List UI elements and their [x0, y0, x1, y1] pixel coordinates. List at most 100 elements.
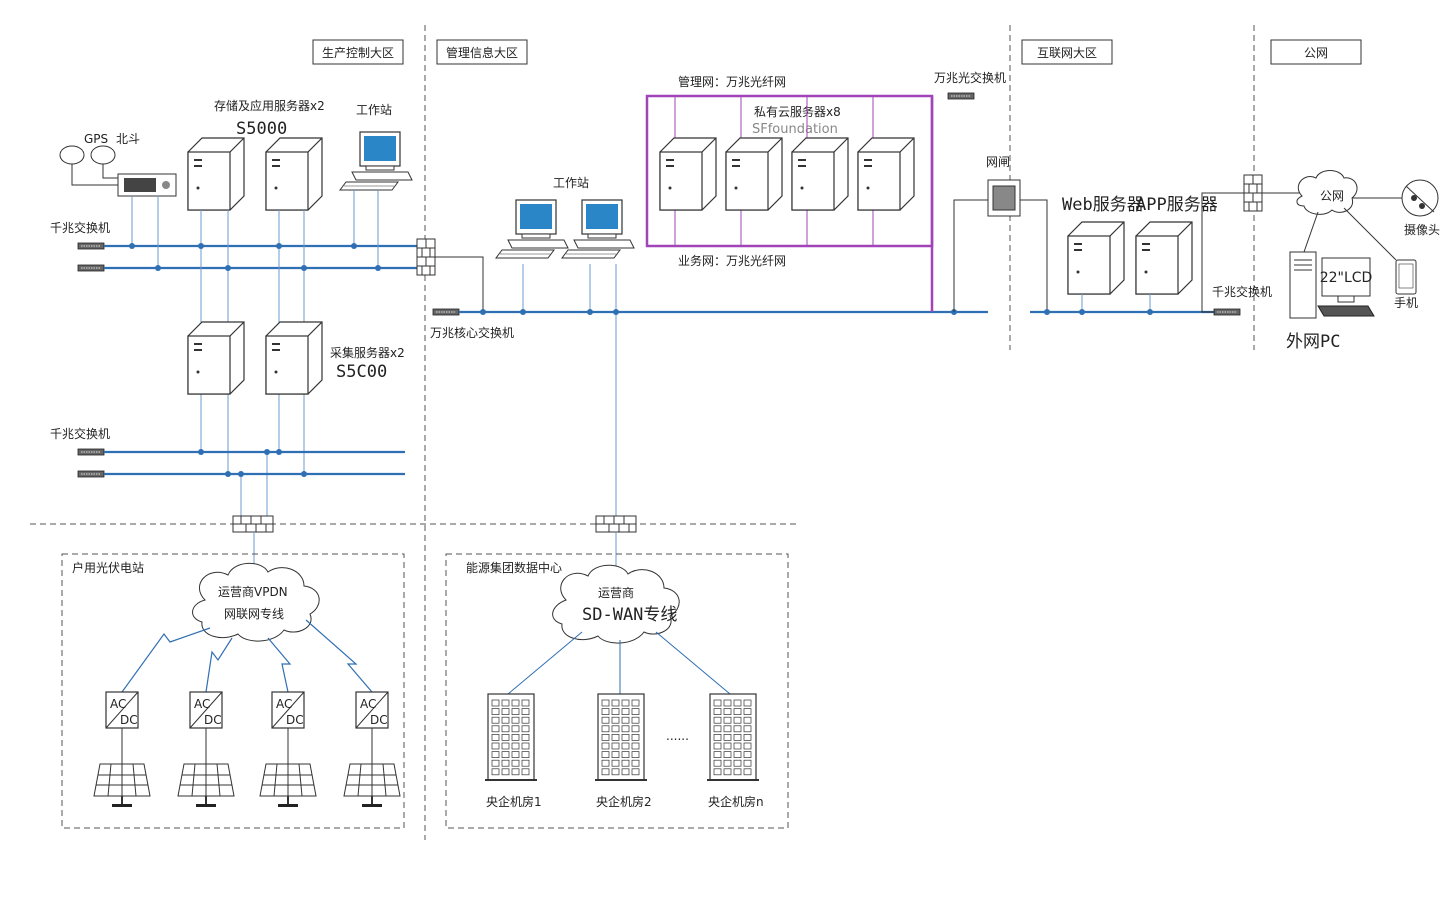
- building-window: [713, 716, 722, 724]
- svg-text:DC: DC: [204, 713, 222, 727]
- building-window: [521, 716, 530, 724]
- building-window: [713, 751, 722, 758]
- svg-text:互联网大区: 互联网大区: [1037, 46, 1097, 60]
- building-window: [611, 768, 620, 776]
- prod-workstation-label: 工作站: [356, 103, 392, 117]
- building-window: [511, 768, 520, 776]
- svg-text:DC: DC: [120, 713, 138, 727]
- svg-text:DC: DC: [286, 713, 304, 727]
- lcd-monitor-icon: 22"LCD: [1317, 257, 1375, 317]
- building-window: [511, 759, 520, 767]
- building-window: [501, 708, 510, 715]
- building-window: [601, 708, 610, 715]
- building-window: [621, 699, 630, 707]
- camera-icon: [1401, 179, 1439, 217]
- building-window: [601, 699, 610, 707]
- building-window: [713, 725, 722, 733]
- building-window: [501, 725, 510, 733]
- storage-server-1: [187, 137, 245, 211]
- building-window: [501, 759, 510, 767]
- app-server-label: APP服务器: [1136, 195, 1218, 215]
- web-server-label: Web服务器: [1062, 195, 1144, 215]
- building-window: [491, 716, 500, 724]
- solar-panel-4: [343, 763, 401, 808]
- building-window: [723, 725, 732, 733]
- building-window: [621, 734, 630, 741]
- building-window: [733, 759, 742, 767]
- building-window: [491, 734, 500, 741]
- building-window: [743, 759, 752, 767]
- pc-tower-icon: [1289, 251, 1317, 319]
- svg-text:生产控制大区: 生产控制大区: [322, 46, 394, 60]
- building-window: [611, 751, 620, 758]
- building-window: [631, 699, 640, 707]
- building-window: [511, 734, 520, 741]
- building-window: [723, 708, 732, 715]
- building-window: [723, 759, 732, 767]
- building-window: [733, 734, 742, 741]
- clock-device-icon: [117, 173, 177, 197]
- sdwan-cloud-icon: [552, 564, 680, 644]
- building-window: [521, 708, 530, 715]
- building-window: [601, 751, 610, 758]
- svg-text:AC: AC: [360, 697, 376, 711]
- building-window: [521, 742, 530, 750]
- building-window: [723, 768, 732, 776]
- zone-management-label: 管理信息大区: [436, 39, 528, 65]
- building-window: [491, 768, 500, 776]
- building-window: [621, 708, 630, 715]
- building-window: [631, 708, 640, 715]
- building-window: [501, 716, 510, 724]
- building-window: [621, 742, 630, 750]
- building-window: [601, 734, 610, 741]
- building-window: [611, 699, 620, 707]
- building-window: [743, 742, 752, 750]
- building-window: [743, 734, 752, 741]
- building-window: [631, 759, 640, 767]
- building-window: [611, 716, 620, 724]
- public-cloud-icon: 公网: [1296, 170, 1358, 215]
- solar-panel-3: [259, 763, 317, 808]
- building-window: [713, 734, 722, 741]
- building-window: [631, 742, 640, 750]
- building-window: [743, 699, 752, 707]
- fiber-switch: [947, 92, 975, 100]
- building-window: [611, 742, 620, 750]
- mgmt-workstation-label: 工作站: [553, 176, 589, 190]
- building-window: [521, 768, 530, 776]
- pv-firewall: [232, 515, 274, 533]
- pc-label: 外网PC: [1286, 332, 1340, 352]
- datacenter-box: [445, 553, 789, 829]
- building-window: [631, 734, 640, 741]
- building-window: [501, 742, 510, 750]
- building-window: [511, 742, 520, 750]
- building-window: [491, 699, 500, 707]
- datacenter-title: 能源集团数据中心: [466, 560, 562, 575]
- vpdn-cloud-icon: [192, 562, 320, 642]
- svg-text:AC: AC: [276, 697, 292, 711]
- building-window: [631, 768, 640, 776]
- gigabit-switch-bottom-label: 千兆交换机: [50, 426, 110, 441]
- building-window: [511, 716, 520, 724]
- building-window: [501, 734, 510, 741]
- building-window: [743, 768, 752, 776]
- building-window: [611, 725, 620, 733]
- building-window: [501, 768, 510, 776]
- building-window: [621, 716, 630, 724]
- building-window: [723, 742, 732, 750]
- building-window: [713, 768, 722, 776]
- building-window: [601, 716, 610, 724]
- prod-firewall: [416, 238, 436, 276]
- camera-label: 摄像头: [1404, 222, 1440, 237]
- collect-model-label: S5C00: [336, 362, 387, 382]
- zone-production-label: 生产控制大区: [312, 39, 404, 65]
- storage-servers-label: 存储及应用服务器x2: [214, 98, 325, 113]
- building-window: [601, 725, 610, 733]
- building-window: [611, 759, 620, 767]
- zone-public-label: 公网: [1270, 39, 1362, 65]
- storage-model-label: S5000: [236, 119, 287, 139]
- collect-servers-label: 采集服务器x2: [330, 345, 405, 360]
- building-window: [491, 759, 500, 767]
- prod-workstation: [339, 131, 413, 191]
- gatekeeper-label: 网闸: [986, 155, 1010, 169]
